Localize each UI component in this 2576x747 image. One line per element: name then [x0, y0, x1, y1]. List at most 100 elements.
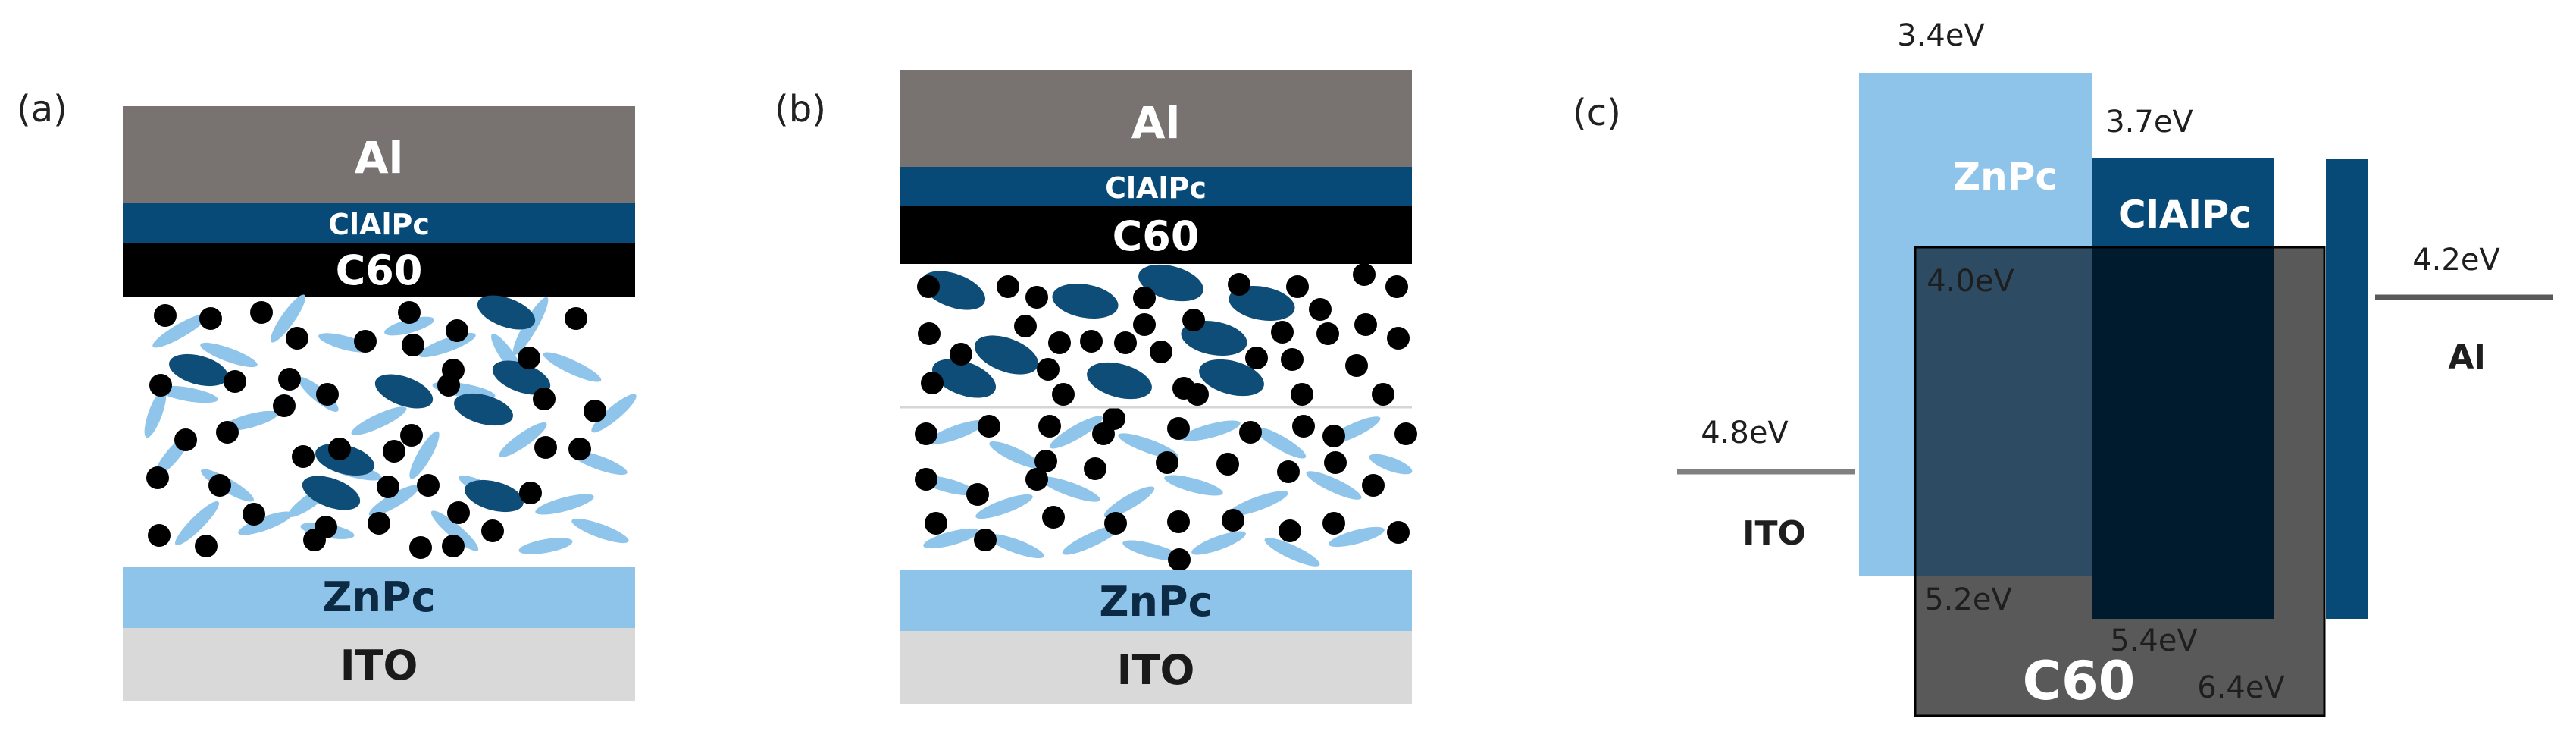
- c60-molecule: [1034, 450, 1057, 472]
- clalpc-band-label: ClAlPc: [2118, 193, 2252, 237]
- c60-molecule: [447, 501, 470, 524]
- c60-molecule: [1353, 263, 1376, 286]
- znpc-molecule: [1306, 471, 1362, 500]
- c60-molecule: [208, 474, 231, 497]
- c60-molecule: [568, 438, 591, 460]
- panel-b: (b) Al ClAlPc C60 ZnPc ITO: [775, 70, 1417, 704]
- c60-molecule: [1104, 512, 1127, 535]
- c60-molecule: [915, 422, 937, 445]
- panel-a-c60-layer: [123, 243, 635, 297]
- c60-molecule: [1291, 383, 1313, 406]
- znpc-molecule: [928, 419, 985, 445]
- c60-molecule: [368, 512, 390, 535]
- c60-molecule: [1042, 506, 1065, 529]
- clalpc-c60-overlap: [2092, 247, 2274, 619]
- c60-molecule: [250, 301, 273, 324]
- c60-homo-value: 6.4eV: [2197, 670, 2285, 705]
- znpc-molecule: [1050, 416, 1103, 449]
- panel-c-label: (c): [1573, 92, 1621, 134]
- c60-molecule: [149, 374, 172, 397]
- c60-molecule: [1133, 287, 1156, 309]
- clalpc-molecule: [1052, 284, 1119, 319]
- c60-molecule: [146, 466, 169, 489]
- c60-molecule: [417, 474, 440, 497]
- c60-molecule: [354, 330, 377, 353]
- c60-molecule: [442, 535, 465, 557]
- al-work-function-value: 4.2eV: [2412, 243, 2500, 278]
- panel-b-ito-layer: [900, 631, 1412, 704]
- znpc-molecule: [430, 510, 479, 551]
- c60-molecule: [1216, 453, 1239, 476]
- znpc-molecule: [571, 518, 629, 544]
- c60-molecule: [278, 368, 301, 391]
- clalpc-molecule: [465, 479, 524, 513]
- c60-molecule: [1345, 354, 1368, 377]
- clalpc-molecule: [931, 359, 997, 398]
- panel-a-label: (a): [17, 88, 67, 130]
- clalpc-molecule: [1199, 359, 1264, 397]
- panel-b-c60-label: C60: [1113, 212, 1200, 260]
- znpc-homo-value: 5.2eV: [1924, 582, 2012, 617]
- c60-molecule: [1354, 313, 1377, 336]
- znpc-molecule: [1191, 531, 1246, 555]
- c60-molecule: [1114, 331, 1137, 354]
- c60-molecule: [565, 307, 587, 330]
- panel-a-clalpc-layer: [123, 203, 635, 243]
- panel-a-ito-layer: [123, 628, 635, 701]
- c60-molecule: [383, 440, 405, 463]
- clalpc-molecule: [169, 353, 228, 387]
- c60-molecule: [1038, 415, 1061, 438]
- c60-molecule: [966, 483, 989, 506]
- c60-molecule: [1014, 315, 1037, 337]
- ito-label: ITO: [1742, 514, 1806, 553]
- c60-molecule: [921, 372, 944, 394]
- c60-molecule: [286, 327, 308, 350]
- c60-molecule: [400, 424, 423, 447]
- c60-molecule: [174, 428, 197, 451]
- c60-molecule: [978, 415, 1000, 438]
- znpc-molecule: [1228, 491, 1288, 516]
- znpc-molecule: [543, 352, 602, 382]
- c60-molecule: [1387, 327, 1410, 350]
- znpc-molecule: [499, 422, 547, 458]
- c60-molecule: [534, 436, 557, 459]
- c60-molecule: [398, 301, 421, 324]
- c60-molecule: [442, 359, 465, 381]
- znpc-molecule: [1264, 538, 1320, 567]
- znpc-molecule: [1040, 476, 1100, 502]
- c60-molecule: [925, 512, 947, 535]
- panel-b-c60-layer: [900, 206, 1412, 264]
- c60-molecule: [1286, 275, 1309, 298]
- c60-molecule: [1025, 286, 1048, 309]
- c60-lumo-value: 4.0eV: [1927, 264, 2014, 299]
- c60-molecule: [1182, 309, 1205, 331]
- c60-molecule: [316, 383, 339, 406]
- c60-molecule: [1239, 421, 1262, 444]
- c60-molecule: [1168, 548, 1191, 571]
- panel-b-al-label: Al: [1131, 97, 1181, 149]
- c60-molecule: [1292, 415, 1315, 438]
- panel-b-znpc-layer: [900, 570, 1412, 631]
- znpc-band-label: ZnPc: [1953, 155, 2058, 199]
- znpc-molecule: [1062, 525, 1121, 555]
- znpc-molecule: [152, 313, 208, 348]
- c60-molecule: [1316, 322, 1339, 345]
- znpc-molecule: [975, 494, 1033, 519]
- clalpc-molecule: [492, 360, 551, 395]
- c60-molecule: [1385, 275, 1408, 298]
- c60-molecule: [1394, 422, 1417, 445]
- c60-molecule: [918, 322, 941, 345]
- panel-a-c60-label: C60: [336, 246, 423, 294]
- c60-molecule: [1167, 417, 1190, 440]
- c60-molecule: [195, 535, 218, 557]
- c60-molecule: [950, 343, 972, 366]
- c60-molecule: [519, 482, 542, 504]
- c60-molecule: [915, 468, 937, 491]
- panel-c: (c) ZnPc ClAlPc C60 ITO Al 3.4eV 3.7eV 4…: [1573, 18, 2553, 717]
- c60-molecule: [917, 275, 940, 298]
- c60-molecule: [1025, 468, 1048, 491]
- znpc-molecule: [1122, 540, 1182, 561]
- c60-molecule: [303, 529, 326, 551]
- clalpc-molecule: [454, 393, 513, 426]
